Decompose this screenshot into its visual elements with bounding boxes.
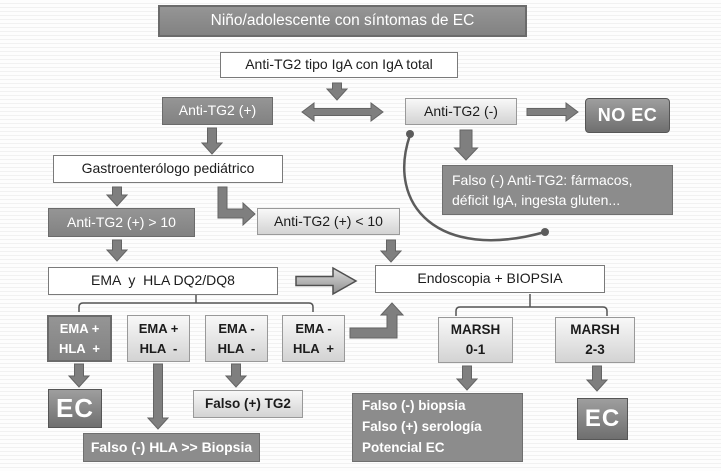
arrow-down-tg2neg-icon: [453, 129, 479, 161]
arrow-elbow-lt10-icon: [217, 186, 256, 227]
node-ema-hla: EMA y HLA DQ2/DQ8: [48, 267, 278, 295]
arrow-down-marsh01-icon: [455, 365, 479, 391]
bracket-ema-icon: [78, 295, 314, 312]
arrow-down-falso-hla-icon: [146, 363, 170, 430]
node-ema-pos-hla-neg: EMA + HLA -: [127, 315, 190, 362]
arrow-down-marsh23-icon: [585, 365, 609, 392]
node-anti-tg2-lt10: Anti-TG2 (+) < 10: [257, 208, 400, 235]
arrow-down-lt10-icon: [379, 239, 403, 263]
arrow-down-gt10-icon: [105, 239, 129, 262]
node-ema-pos-hla-pos: EMA + HLA +: [47, 315, 112, 362]
node-ec-left: EC: [48, 389, 102, 428]
arrow-down-tg2pos-icon: [200, 127, 224, 155]
title-banner: Niño/adolescente con síntomas de EC: [158, 5, 527, 37]
node-ema-neg-hla-pos: EMA - HLA +: [282, 315, 345, 362]
arrow-elbow-up-endoscopia-icon: [349, 302, 405, 339]
node-marsh-2-3: MARSH 2-3: [555, 317, 635, 363]
arrow-down-test-icon: [325, 82, 349, 101]
arrow-down-gastro-icon: [105, 186, 129, 207]
arrow-down-ec-left-icon: [67, 363, 91, 388]
node-anti-tg2-test: Anti-TG2 tipo IgA con IgA total: [220, 52, 458, 78]
node-marsh-0-1: MARSH 0-1: [438, 317, 513, 363]
node-anti-tg2-positive: Anti-TG2 (+): [162, 97, 273, 125]
arrow-big-right-icon: [295, 266, 358, 296]
node-endoscopia-biopsia: Endoscopia + BIOPSIA: [375, 265, 605, 293]
arrow-right-noec-icon: [526, 102, 579, 122]
node-ema-neg-hla-neg: EMA - HLA -: [205, 315, 268, 362]
node-anti-tg2-gt10: Anti-TG2 (+) > 10: [48, 208, 195, 237]
node-no-ec: NO EC: [585, 98, 670, 133]
node-ec-right: EC: [577, 398, 628, 440]
arrow-down-falso-tg2-icon: [224, 363, 248, 388]
arc-connector-icon: [403, 134, 546, 242]
node-gastroenterologo: Gastroenterólogo pediátrico: [53, 155, 283, 183]
arc-dot-end-icon: [541, 228, 549, 236]
node-falso-positivo-tg2: Falso (+) TG2: [193, 390, 303, 418]
node-falso-negativo-hla: Falso (-) HLA >> Biopsia: [83, 433, 260, 462]
node-anti-tg2-negative: Anti-TG2 (-): [405, 98, 517, 125]
node-falso-negativo-anti-tg2: Falso (-) Anti-TG2: fármacos, déficit Ig…: [442, 165, 673, 215]
bracket-marsh-icon: [455, 294, 608, 316]
arc-dot-start-icon: [406, 130, 414, 138]
arrow-double-horizontal-icon: [301, 102, 384, 122]
node-falso-biopsia-serologia: Falso (-) biopsia Falso (+) serología Po…: [352, 393, 523, 462]
